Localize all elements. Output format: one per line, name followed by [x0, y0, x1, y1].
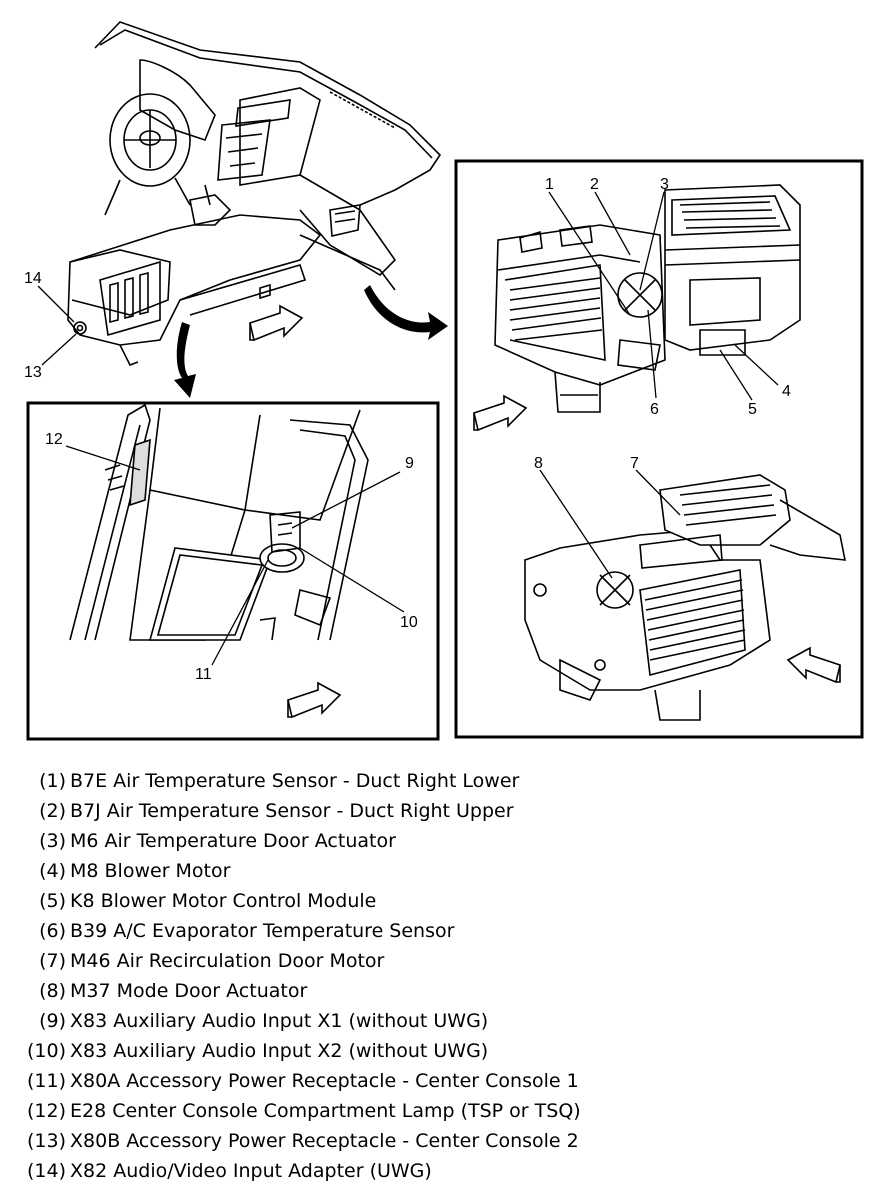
legend-number: (5): [39, 890, 66, 912]
callout-5: 5: [748, 401, 757, 418]
view-arrow-overview: [249, 304, 304, 342]
arrow-to-console: [174, 322, 196, 398]
legend-label: X83 Auxiliary Audio Input X1 (without UW…: [70, 1010, 489, 1032]
callouts: 1 2 3 4 5 6 7 8 9 10 11 12 13 14: [24, 176, 791, 683]
legend-number: (13): [26, 1130, 66, 1152]
legend-item: (7)M46 Air Recirculation Door Motor: [0, 946, 384, 976]
legend-item: (2)B7J Air Temperature Sensor - Duct Rig…: [0, 796, 514, 826]
legend-number: (3): [39, 830, 66, 852]
callout-1: 1: [545, 176, 554, 193]
hvac-module-front: [494, 184, 801, 413]
console-detail-frame: [26, 401, 440, 741]
callout-12: 12: [45, 431, 63, 448]
callout-10: 10: [400, 614, 418, 631]
legend-label: M37 Mode Door Actuator: [70, 980, 308, 1002]
leader-lines: [37, 191, 779, 666]
callout-9: 9: [405, 455, 414, 472]
legend-number: (7): [39, 950, 66, 972]
legend-number: (6): [39, 920, 66, 942]
callout-13: 13: [24, 364, 42, 381]
legend-item: (10)X83 Auxiliary Audio Input X2 (withou…: [0, 1036, 488, 1066]
callout-11: 11: [195, 666, 212, 683]
legend-label: M8 Blower Motor: [70, 860, 231, 882]
legend-item: (5)K8 Blower Motor Control Module: [0, 886, 376, 916]
legend-label: M6 Air Temperature Door Actuator: [70, 830, 396, 852]
hvac-detail-frame: [454, 159, 864, 739]
legend-item: (14)X82 Audio/Video Input Adapter (UWG): [0, 1156, 432, 1186]
legend-number: (2): [39, 800, 66, 822]
legend-label: B39 A/C Evaporator Temperature Sensor: [70, 920, 455, 942]
legend-number: (10): [26, 1040, 66, 1062]
legend-item: (4)M8 Blower Motor: [0, 856, 230, 886]
legend-label: X80B Accessory Power Receptacle - Center…: [70, 1130, 579, 1152]
view-arrow-hvac-upper: [473, 394, 528, 432]
console-detail-illustration: [69, 403, 369, 641]
view-arrow-console: [287, 681, 342, 719]
legend-item: (13)X80B Accessory Power Receptacle - Ce…: [0, 1126, 579, 1156]
callout-6: 6: [650, 401, 659, 418]
legend-label: X80A Accessory Power Receptacle - Center…: [70, 1070, 579, 1092]
callout-7: 7: [630, 455, 639, 472]
legend-number: (12): [26, 1100, 66, 1122]
arrow-to-hvac: [364, 285, 448, 340]
legend-number: (9): [39, 1010, 66, 1032]
hvac-module-rear: [524, 474, 846, 721]
component-locator-diagram: 1 2 3 4 5 6 7 8 9 10 11 12 13 14: [24, 21, 864, 741]
callout-8: 8: [534, 455, 543, 472]
legend-label: E28 Center Console Compartment Lamp (TSP…: [70, 1100, 581, 1122]
legend-item: (6)B39 A/C Evaporator Temperature Sensor: [0, 916, 454, 946]
callout-2: 2: [590, 176, 599, 193]
legend-label: X83 Auxiliary Audio Input X2 (without UW…: [70, 1040, 489, 1062]
legend-item: (9)X83 Auxiliary Audio Input X1 (without…: [0, 1006, 488, 1036]
view-arrow-hvac-lower: [786, 646, 841, 684]
legend-item: (12)E28 Center Console Compartment Lamp …: [0, 1096, 581, 1126]
legend-number: (14): [26, 1160, 66, 1182]
legend-label: M46 Air Recirculation Door Motor: [70, 950, 385, 972]
legend-item: (1)B7E Air Temperature Sensor - Duct Rig…: [0, 766, 519, 796]
legend-label: X82 Audio/Video Input Adapter (UWG): [70, 1160, 432, 1182]
legend-item: (11)X80A Accessory Power Receptacle - Ce…: [0, 1066, 579, 1096]
dashboard-illustration: [67, 21, 442, 367]
legend-number: (11): [26, 1070, 66, 1092]
callout-14: 14: [24, 270, 42, 287]
legend-number: (1): [39, 770, 66, 792]
legend-label: K8 Blower Motor Control Module: [70, 890, 377, 912]
callout-3: 3: [660, 176, 669, 193]
legend-label: B7J Air Temperature Sensor - Duct Right …: [70, 800, 514, 822]
legend-number: (8): [39, 980, 66, 1002]
legend-item: (3)M6 Air Temperature Door Actuator: [0, 826, 396, 856]
direction-arrows: [174, 285, 448, 398]
legend-label: B7E Air Temperature Sensor - Duct Right …: [70, 770, 520, 792]
legend-item: (8)M37 Mode Door Actuator: [0, 976, 307, 1006]
callout-4: 4: [782, 383, 791, 400]
legend-number: (4): [39, 860, 66, 882]
